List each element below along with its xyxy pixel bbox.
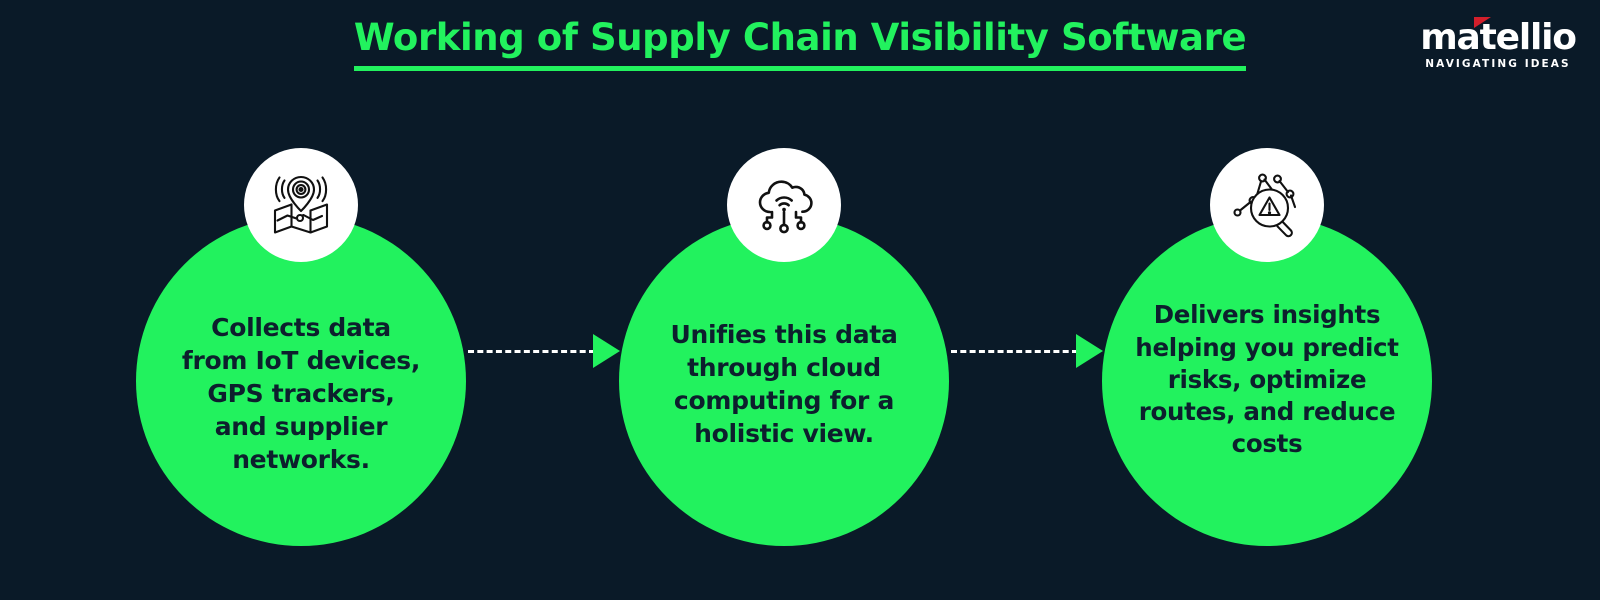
step-collect-circle: Collects data from IoT devices, GPS trac…: [136, 216, 466, 546]
step-deliver-label: Delivers insights helping you predict ri…: [1135, 300, 1399, 459]
step-unify-circle: Unifies this data through cloud computin…: [619, 216, 949, 546]
step-unify-label: Unifies this data through cloud computin…: [670, 320, 898, 448]
step-deliver: Delivers insights helping you predict ri…: [1102, 148, 1432, 546]
connector-dashed-line: [468, 349, 595, 353]
connector-arrow-icon: [593, 334, 620, 368]
logo-wordmark-text: matellio: [1420, 17, 1577, 58]
connector-arrow-icon: [1076, 334, 1103, 368]
analytics-risk-magnifier-icon: [1210, 148, 1324, 262]
step-collect: Collects data from IoT devices, GPS trac…: [136, 148, 466, 546]
logo-wordmark-container: matellio: [1420, 17, 1577, 58]
cloud-network-icon: [727, 148, 841, 262]
map-location-pin-icon: [244, 148, 358, 262]
logo-triangle-accent-icon: [1474, 17, 1492, 28]
step-collect-label: Collects data from IoT devices, GPS trac…: [181, 312, 421, 474]
connector-unify-to-deliver: [951, 333, 1103, 369]
connector-dashed-line: [951, 349, 1078, 353]
title-container: Working of Supply Chain Visibility Softw…: [0, 17, 1600, 71]
step-deliver-circle: Delivers insights helping you predict ri…: [1102, 216, 1432, 546]
step-unify: Unifies this data through cloud computin…: [619, 148, 949, 546]
connector-collect-to-unify: [468, 333, 620, 369]
page-title: Working of Supply Chain Visibility Softw…: [353, 17, 1247, 71]
brand-logo: matellio NAVIGATING IDEAS: [1418, 17, 1578, 70]
logo-tagline: NAVIGATING IDEAS: [1425, 58, 1571, 70]
